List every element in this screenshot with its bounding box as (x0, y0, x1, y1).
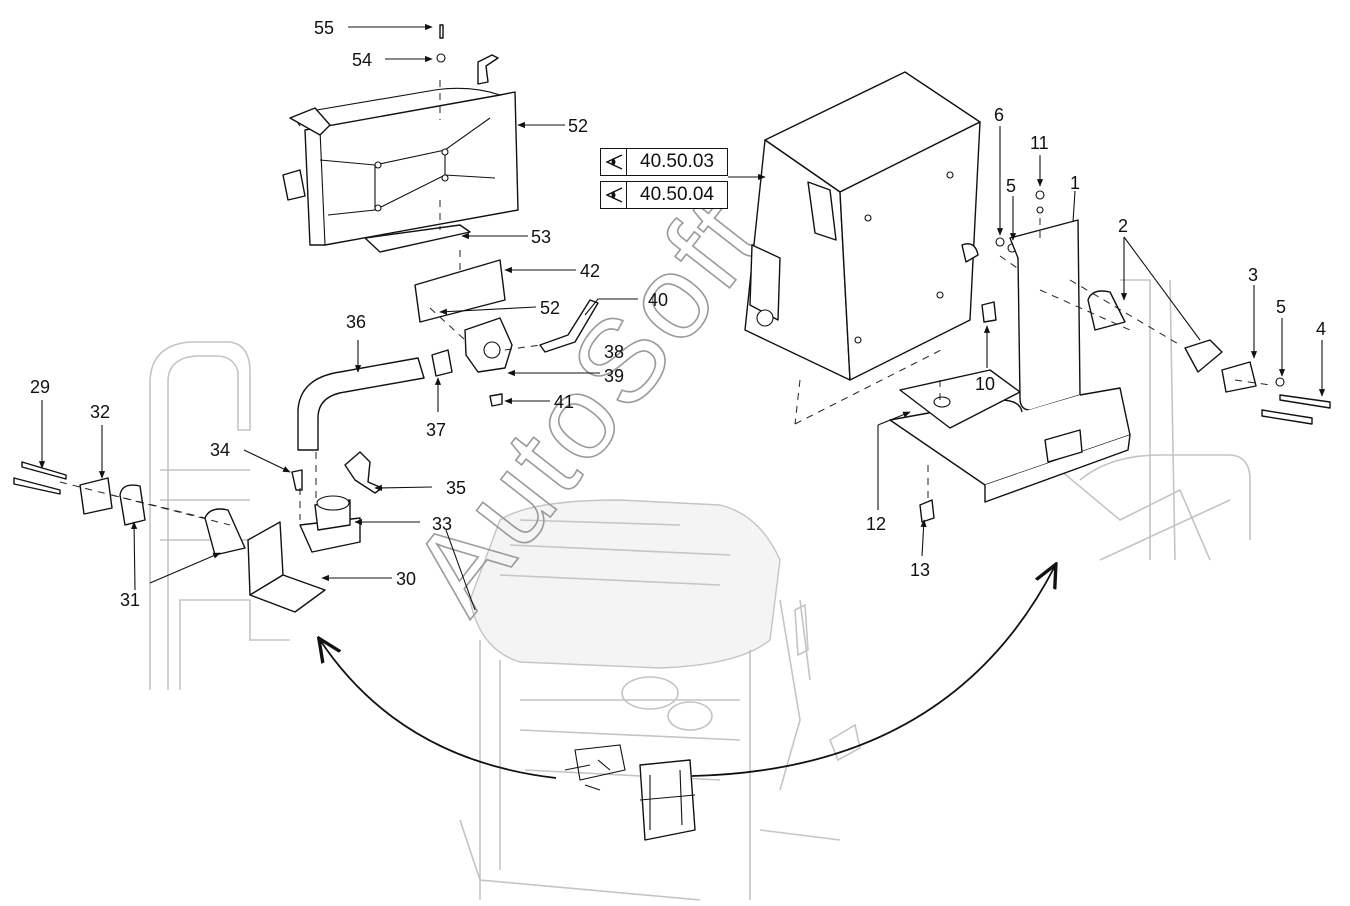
callout-5-left: 5 (1006, 176, 1016, 196)
callout-4: 4 (1316, 319, 1326, 339)
bracket-30 (247, 521, 326, 613)
bolts-4-washers-5 (1261, 377, 1331, 425)
reference-code: 40.50.04 (640, 184, 714, 205)
reference-box-40-50-03[interactable]: 40.50.03 (600, 148, 728, 176)
reference-box-40-50-04[interactable]: 40.50.04 (600, 181, 728, 209)
callout-34: 34 (210, 440, 230, 460)
callout-39: 39 (604, 366, 624, 386)
callout-37: 37 (426, 420, 446, 440)
fastener-55-54 (436, 24, 446, 63)
callout-33: 33 (432, 514, 452, 534)
key-40 (539, 299, 599, 353)
screw-34 (291, 469, 303, 491)
plate-53 (364, 224, 471, 253)
bolts-29 (13, 461, 67, 495)
assembly-dash-lines (59, 80, 1271, 526)
callout-numbers: 55 54 52 53 42 52 40 36 38 39 37 41 29 3… (30, 18, 1326, 610)
mount-33 (299, 495, 361, 553)
callout-40: 40 (648, 290, 668, 310)
callout-3: 3 (1248, 265, 1258, 285)
callout-35: 35 (446, 478, 466, 498)
callout-29: 29 (30, 377, 50, 397)
screw-41 (489, 393, 503, 407)
ghost-tractor-frame (149, 279, 1251, 901)
callout-38: 38 (604, 342, 624, 362)
grommet-10 (981, 301, 997, 323)
hose-36 (297, 357, 425, 451)
callout-leaders (38, 23, 1326, 611)
plate-32 (79, 477, 113, 515)
installed-location-details (564, 744, 696, 841)
clamp-31 (119, 484, 246, 556)
reference-code: 40.50.03 (640, 151, 714, 172)
callout-6: 6 (994, 105, 1004, 125)
knob-35 (344, 451, 383, 494)
callout-12: 12 (866, 514, 886, 534)
callout-13: 13 (910, 560, 930, 580)
battery-switch-38-39 (464, 317, 513, 373)
callout-1: 1 (1070, 173, 1080, 193)
callout-31: 31 (120, 590, 140, 610)
callout-42: 42 (580, 261, 600, 281)
callout-52-battery: 52 (568, 116, 588, 136)
callout-11: 11 (1030, 133, 1049, 153)
callout-53: 53 (531, 227, 551, 247)
callout-30: 30 (396, 569, 416, 589)
plate-3 (1221, 361, 1257, 393)
clamp-2 (1087, 290, 1223, 373)
mounting-bracket-1-12 (889, 219, 1131, 503)
callout-2: 2 (1118, 216, 1128, 236)
callout-41: 41 (554, 392, 574, 412)
control-box-40-50 (744, 71, 981, 381)
battery-52 (282, 54, 519, 246)
screw-13 (919, 499, 935, 523)
callout-54: 54 (352, 50, 372, 70)
location-arrows (320, 566, 1055, 779)
callout-36: 36 (346, 312, 366, 332)
eye-view-icon (601, 182, 627, 208)
callout-10: 10 (975, 374, 995, 394)
callout-32: 32 (90, 402, 110, 422)
eye-view-icon (601, 149, 627, 175)
callout-52-bolt: 52 (540, 298, 560, 318)
callout-55: 55 (314, 18, 334, 38)
spring-37 (431, 349, 453, 377)
bracket-plate-42 (414, 259, 506, 323)
callout-5-right: 5 (1276, 297, 1286, 317)
